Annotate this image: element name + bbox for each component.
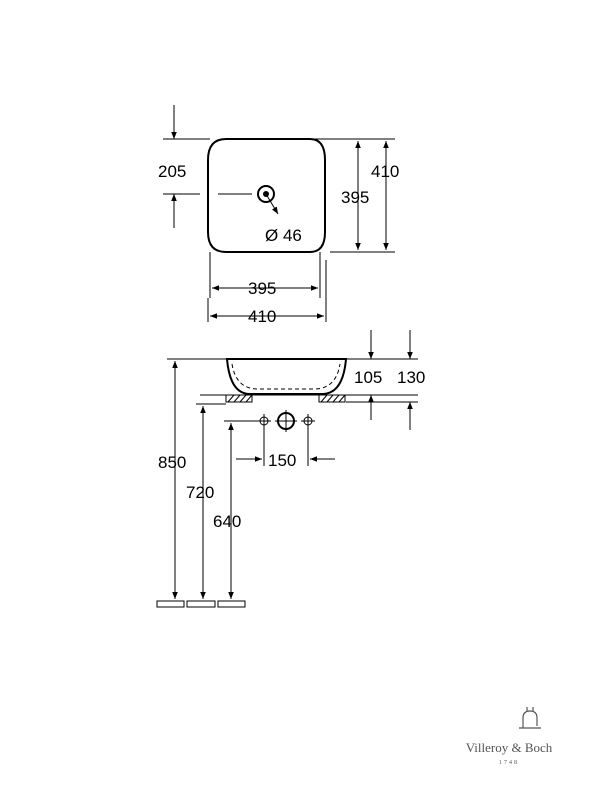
brand-name: Villeroy & Boch — [466, 740, 553, 755]
dimension-105: 105 — [346, 330, 418, 420]
drain-symbol — [218, 185, 279, 215]
dim-410-vertical-label: 410 — [371, 162, 399, 181]
dim-640-label: 640 — [213, 512, 241, 531]
dimension-410-vertical: 410 — [371, 141, 399, 250]
dim-105-label: 105 — [354, 368, 382, 387]
dim-395-vertical-label: 395 — [341, 188, 369, 207]
dimension-130: 130 — [346, 330, 425, 430]
dim-395-horizontal-label: 395 — [248, 279, 276, 298]
waste-connection-symbols — [257, 410, 315, 432]
height-references: 850 720 640 — [158, 358, 258, 599]
dimension-410-horizontal: 410 — [207, 260, 327, 326]
dimension-395-horizontal: 395 — [209, 252, 321, 298]
brand-logo: Villeroy & Boch 1748 — [466, 707, 553, 766]
dimension-395-vertical: 395 — [313, 138, 395, 253]
floor-hatching — [156, 600, 246, 608]
dim-150-label: 150 — [268, 451, 296, 470]
side-view: 150 105 130 850 720 640 — [156, 330, 425, 608]
dim-410-horizontal-label: 410 — [248, 307, 276, 326]
dimension-205: 205 — [158, 105, 210, 228]
basin-inner-dashed — [231, 363, 341, 390]
countertop-hatching — [200, 394, 360, 403]
dim-720-label: 720 — [186, 483, 214, 502]
dim-130-label: 130 — [397, 368, 425, 387]
top-view: 205 395 410 Ø 46 395 410 — [158, 105, 399, 326]
dim-diameter-label: Ø 46 — [265, 226, 302, 245]
faucet-logo-icon — [519, 707, 541, 729]
basin-outline-side — [225, 358, 348, 395]
brand-year: 1748 — [499, 760, 519, 766]
dim-205-label: 205 — [158, 162, 186, 181]
dimension-150: 150 — [236, 428, 335, 470]
basin-outline-top — [207, 138, 326, 253]
dim-850-label: 850 — [158, 453, 186, 472]
